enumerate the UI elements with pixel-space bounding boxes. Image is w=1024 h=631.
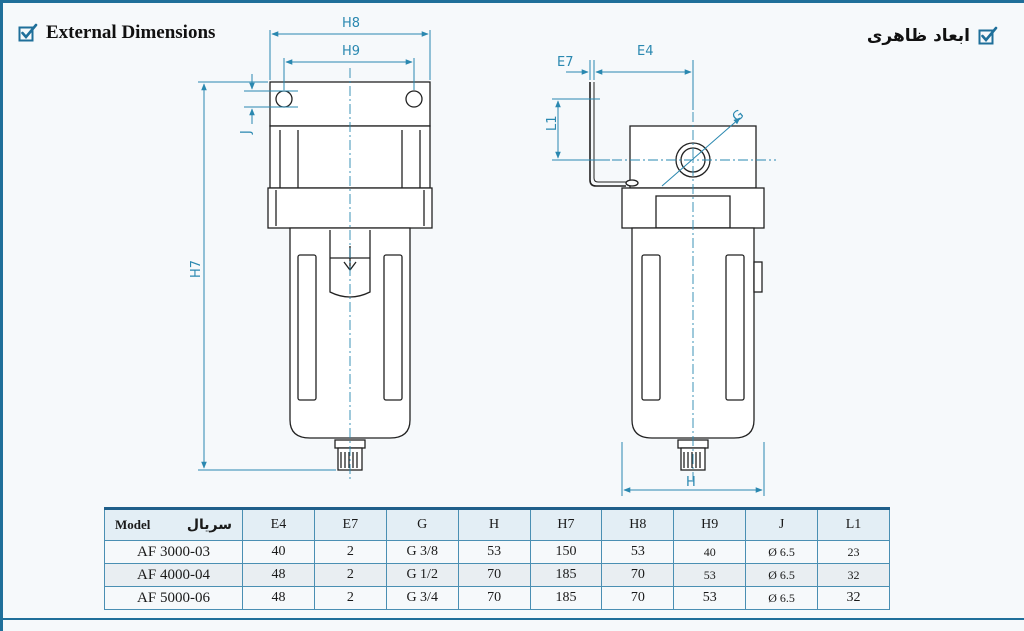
frame-left-line	[0, 0, 3, 631]
header-l1: L1	[817, 507, 890, 541]
cell-h7: 185	[529, 563, 603, 587]
cell-g: G 1/2	[385, 563, 459, 587]
front-dimensions	[198, 30, 431, 471]
model-label-fa: سریال	[186, 517, 232, 533]
cell-h: 70	[457, 563, 531, 587]
label-h9: H9	[342, 44, 360, 59]
cell-l1: 32	[817, 586, 890, 610]
cell-l1: 23	[817, 540, 890, 564]
label-h: H	[686, 475, 696, 490]
header-model: Model سریال	[104, 507, 243, 541]
cell-h9: 53	[673, 586, 747, 610]
cell-e7: 2	[313, 586, 387, 610]
frame-bottom-line	[0, 618, 1024, 620]
cell-h8: 53	[601, 540, 675, 564]
cell-model: AF 4000-04	[104, 563, 243, 587]
cell-h9: 40	[673, 540, 747, 564]
label-g: G	[730, 107, 747, 125]
table-row: AF 4000-04 48 2 G 1/2 70 185 70 53 Ø 6.5…	[104, 563, 890, 587]
cell-e4: 48	[242, 563, 315, 587]
cell-h8: 70	[601, 586, 675, 610]
cell-g: G 3/8	[385, 540, 459, 564]
label-j: J	[239, 130, 254, 135]
section-heading-fa: ابعاد ظاهری	[867, 26, 998, 46]
label-e4: E4	[637, 44, 654, 59]
table-row: AF 3000-03 40 2 G 3/8 53 150 53 40 Ø 6.5…	[104, 540, 890, 564]
cell-e7: 2	[313, 540, 387, 564]
header-h8: H8	[601, 507, 675, 541]
cell-e7: 2	[313, 563, 387, 587]
cell-h7: 150	[529, 540, 603, 564]
cell-e4: 40	[242, 540, 315, 564]
header-g: G	[385, 507, 459, 541]
frame-top-line	[0, 0, 1024, 3]
heading-fa-text: ابعاد ظاهری	[866, 26, 970, 46]
header-h7: H7	[529, 507, 603, 541]
table-row: AF 5000-06 48 2 G 3/4 70 185 70 53 Ø 6.5…	[104, 586, 890, 610]
label-h7: H7	[189, 260, 204, 278]
header-e7: E7	[313, 507, 387, 541]
cell-h9: 53	[673, 563, 747, 587]
checkbox-checked-icon	[18, 23, 38, 42]
cell-j: Ø 6.5	[745, 563, 818, 587]
label-h8: H8	[342, 16, 360, 31]
side-dimensions	[552, 60, 765, 496]
label-e7: E7	[557, 55, 574, 70]
section-heading-en: External Dimensions	[18, 22, 215, 44]
cell-h8: 70	[601, 563, 675, 587]
cell-h: 53	[457, 540, 531, 564]
table-header-row: Model سریال E4 E7 G H H7 H8 H9 J L1	[104, 507, 890, 541]
header-h: H	[457, 507, 531, 541]
technical-drawing: H8 H9 J H7	[189, 16, 776, 496]
heading-en-text: External Dimensions	[46, 22, 216, 43]
cell-model: AF 3000-03	[104, 540, 243, 564]
cell-j: Ø 6.5	[745, 540, 818, 564]
label-l1: L1	[545, 115, 560, 131]
side-view	[589, 82, 765, 471]
cell-h: 70	[457, 586, 531, 610]
model-label: Model	[115, 517, 151, 532]
header-j: J	[745, 507, 818, 541]
header-e4: E4	[242, 507, 315, 541]
cell-j: Ø 6.5	[745, 586, 818, 610]
cell-g: G 3/4	[385, 586, 459, 610]
cell-model: AF 5000-06	[104, 586, 243, 610]
spec-table: Model سریال E4 E7 G H H7 H8 H9 J L1 AF 3…	[104, 507, 890, 610]
header-h9: H9	[673, 507, 747, 541]
cell-l1: 32	[817, 563, 890, 587]
checkbox-checked-icon	[978, 26, 998, 45]
cell-e4: 48	[242, 586, 315, 610]
cell-h7: 185	[529, 586, 603, 610]
